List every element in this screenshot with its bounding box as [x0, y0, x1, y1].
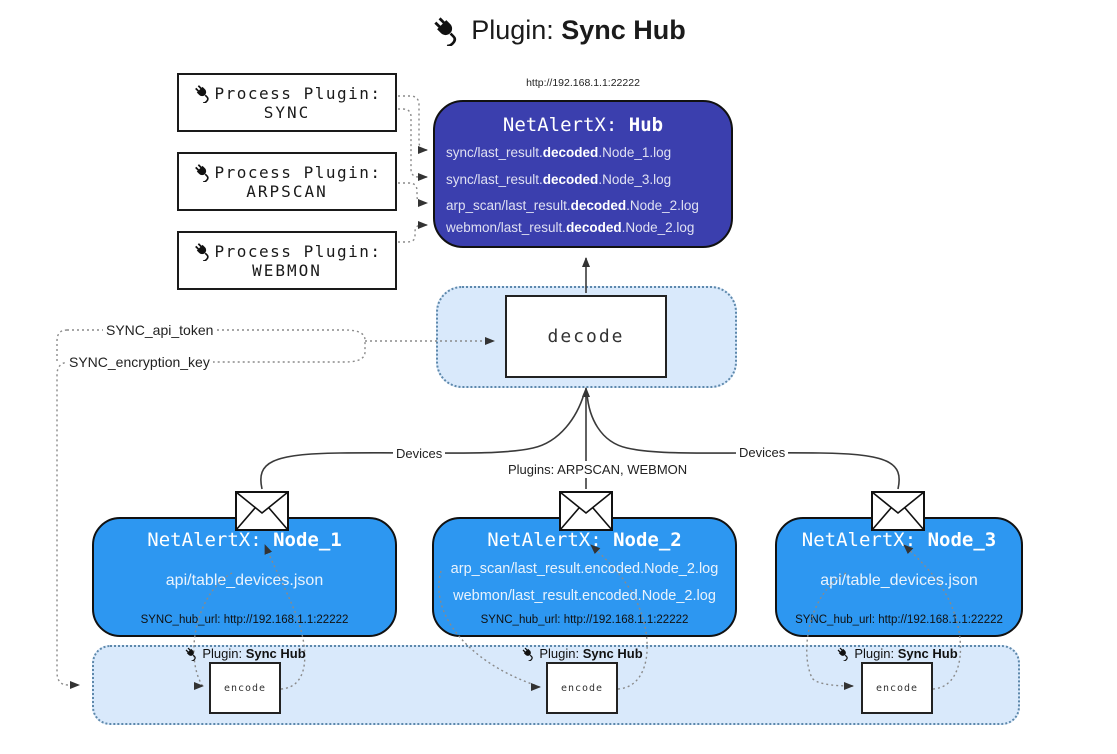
node-title: NetAlertX: Node_2	[487, 529, 682, 551]
hub-log: sync/last_result.decoded.Node_3.log	[446, 172, 672, 187]
process-plugin-label: Process Plugin:	[214, 83, 382, 103]
hub-title: NetAlertX: Hub	[502, 114, 664, 136]
plug-icon	[837, 647, 849, 661]
plug-icon	[522, 647, 534, 661]
envelope-icon	[235, 491, 289, 531]
node-file: webmon/last_result.encoded.Node_2.log	[453, 588, 716, 604]
encode-box-node3: encode	[861, 662, 933, 714]
plug-icon	[194, 243, 209, 261]
plug-icon	[194, 164, 209, 182]
plug-icon	[194, 85, 209, 103]
page-title: Plugin: Sync Hub	[0, 14, 1117, 46]
hub-url-label: http://192.168.1.1:22222	[526, 77, 640, 89]
title-prefix: Plugin:	[471, 14, 554, 45]
process-plugin-label: Process Plugin:	[214, 241, 382, 261]
sync-api-token-label: SYNC_api_token	[103, 321, 217, 339]
decode-box: decode	[505, 295, 667, 378]
devices-left-label: Devices	[393, 445, 446, 462]
hub-box: NetAlertX: Hub sync/last_result.decoded.…	[433, 100, 733, 248]
encode-plugin-label: Plugin: Sync Hub	[165, 646, 325, 661]
process-plugin-name: WEBMON	[252, 261, 322, 280]
node-hub-url: SYNC_hub_url: http://192.168.1.1:22222	[140, 614, 349, 626]
plugins-mid-label: Plugins: ARPSCAN, WEBMON	[505, 461, 691, 478]
encode-box-node1: encode	[209, 662, 281, 714]
plug-icon	[434, 17, 457, 46]
process-plugin-arpscan: Process Plugin: ARPSCAN	[177, 152, 397, 211]
hub-log: arp_scan/last_result.decoded.Node_2.log	[446, 198, 699, 213]
node-file: api/table_devices.json	[165, 572, 324, 589]
hub-log: webmon/last_result.decoded.Node_2.log	[446, 220, 695, 235]
node3-box: NetAlertX: Node_3 api/table_devices.json…	[775, 517, 1023, 637]
devices-right-label: Devices	[736, 444, 789, 461]
envelope-icon	[871, 491, 925, 531]
process-plugin-name: SYNC	[263, 103, 311, 122]
node-file: arp_scan/last_result.encoded.Node_2.log	[450, 561, 719, 577]
title-name: Sync Hub	[561, 14, 686, 45]
node2-box: NetAlertX: Node_2 arp_scan/last_result.e…	[432, 517, 737, 637]
node1-box: NetAlertX: Node_1 api/table_devices.json…	[92, 517, 397, 637]
process-plugin-sync: Process Plugin: SYNC	[177, 73, 397, 132]
envelope-icon	[559, 491, 613, 531]
node-title: NetAlertX: Node_1	[147, 529, 342, 551]
process-plugin-name: ARPSCAN	[246, 182, 328, 201]
edge-sync-to-log1	[398, 95, 428, 154]
node-hub-url: SYNC_hub_url: http://192.168.1.1:22222	[480, 614, 689, 626]
hub-log: sync/last_result.decoded.Node_1.log	[446, 145, 672, 160]
node-title: NetAlertX: Node_3	[801, 529, 997, 551]
edge-arpscan-to-log3	[398, 182, 428, 207]
encode-plugin-label: Plugin: Sync Hub	[502, 646, 662, 661]
encode-plugin-label: Plugin: Sync Hub	[817, 646, 977, 661]
sync-encryption-key-label: SYNC_encryption_key	[66, 353, 213, 371]
process-plugin-label: Process Plugin:	[214, 162, 382, 182]
encode-box-node2: encode	[546, 662, 618, 714]
node-file: api/table_devices.json	[820, 572, 978, 589]
plug-icon	[185, 647, 197, 661]
node-hub-url: SYNC_hub_url: http://192.168.1.1:22222	[795, 614, 1003, 626]
edge-sync-to-log2	[398, 108, 428, 181]
edge-webmon-to-log4	[398, 221, 428, 243]
process-plugin-webmon: Process Plugin: WEBMON	[177, 231, 397, 290]
